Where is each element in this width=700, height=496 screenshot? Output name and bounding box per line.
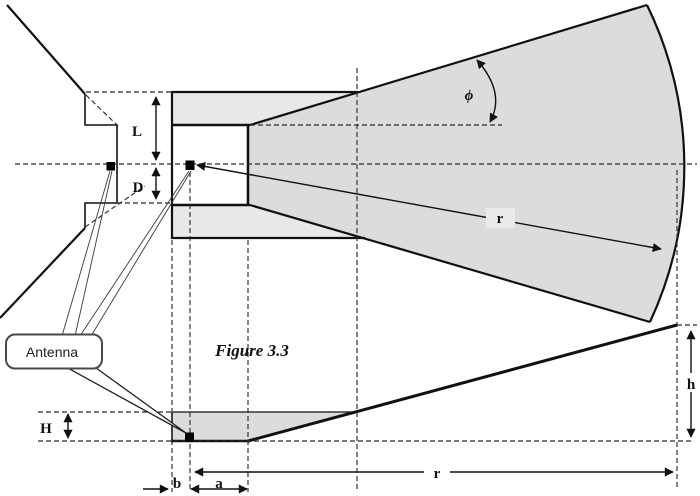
phi-angle-arc-arrow bbox=[476, 59, 498, 123]
h-label-backing bbox=[683, 373, 700, 392]
h-dimension-label: h bbox=[687, 377, 696, 393]
D-dimension-label: D bbox=[133, 180, 144, 196]
phi-angle-annotation: ϕ bbox=[465, 59, 498, 123]
callout-label: Antenna bbox=[26, 344, 78, 360]
a-label-backing bbox=[211, 474, 227, 488]
b-dimension-label: b bbox=[173, 476, 181, 492]
antenna-feed-markers bbox=[106, 160, 195, 442]
reflector-cross-section bbox=[0, 4, 146, 319]
reflector-lower-dashed-extension bbox=[84, 185, 146, 228]
dimension-D: D bbox=[133, 167, 161, 200]
feed-marker-reflector bbox=[106, 162, 115, 171]
dimension-H: H bbox=[40, 413, 73, 439]
horn-upper-flare-edge bbox=[249, 3, 648, 127]
H-dimension-label: H bbox=[40, 421, 52, 437]
a-dimension-label: a bbox=[215, 476, 223, 492]
antenna-callout: Antenna bbox=[5, 170, 192, 434]
L-dimension-label: L bbox=[132, 124, 142, 140]
reflector-upper-dashed-extension bbox=[85, 94, 119, 127]
horn-profile-slant bbox=[247, 323, 678, 443]
callout-tail bbox=[52, 359, 187, 434]
callout-pointer-line-2 bbox=[74, 170, 113, 337]
phi-angle-label: ϕ bbox=[465, 88, 474, 104]
side-view-strip-fill bbox=[172, 412, 358, 441]
dimension-r-bottom: r bbox=[194, 463, 674, 482]
feed-marker-waveguide bbox=[185, 160, 195, 170]
r-top-dimension-arrow bbox=[196, 161, 662, 253]
dimension-L: L bbox=[132, 96, 161, 161]
callout-pointer-line-1 bbox=[61, 170, 111, 337]
dimension-a: a bbox=[190, 474, 248, 494]
callout-pointer-line-4 bbox=[90, 170, 192, 337]
dimension-h: h bbox=[683, 330, 700, 438]
reflector-upper-diagonal bbox=[6, 4, 86, 95]
dimension-b: b bbox=[143, 476, 181, 494]
reflector-outline bbox=[84, 94, 118, 228]
r-bottom-dimension-label: r bbox=[434, 466, 441, 482]
reflector-lower-diagonal bbox=[0, 227, 86, 319]
cavity-fill bbox=[173, 126, 247, 204]
r-bottom-label-backing bbox=[424, 463, 450, 480]
horn-aperture-arc bbox=[646, 4, 686, 323]
r-top-dimension-label: r bbox=[497, 211, 504, 227]
feed-marker-side-view bbox=[185, 432, 194, 442]
dimension-r-top: r bbox=[196, 161, 662, 253]
callout-pointer-line-3 bbox=[79, 170, 190, 337]
callout-bubble bbox=[5, 333, 103, 370]
figure-caption: Figure 3.3 bbox=[214, 341, 289, 360]
r-top-label-box bbox=[486, 208, 515, 228]
